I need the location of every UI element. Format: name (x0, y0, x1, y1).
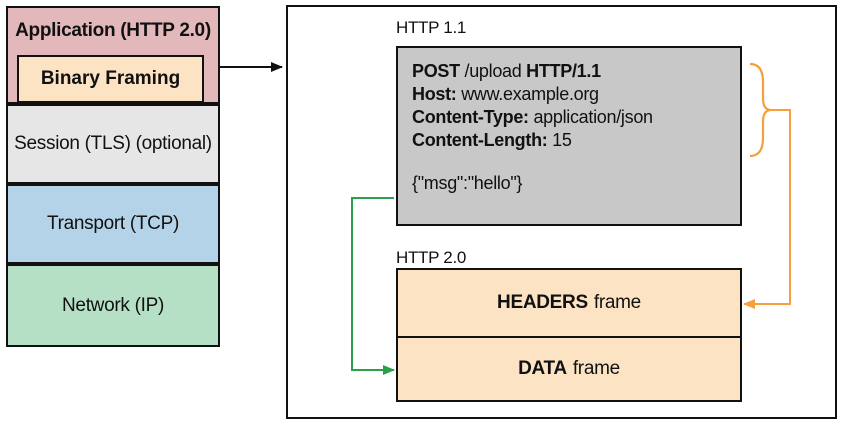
http2-label: HTTP 2.0 (396, 248, 467, 267)
data-frame-type: DATA (518, 358, 567, 379)
content-length-header: Content-Length: 15 (412, 129, 740, 152)
data-frame-suffix: frame (572, 358, 620, 379)
request-line: POST /upload HTTP/1.1 (412, 60, 740, 83)
host-header: Host: www.example.org (412, 83, 740, 106)
content-length-value: 15 (547, 130, 572, 150)
transport-layer: Transport (TCP) (6, 184, 220, 264)
headers-brace (749, 62, 772, 158)
request-method: POST (412, 61, 460, 81)
session-layer-label: Session (TLS) (optional) (14, 133, 212, 154)
content-type-key: Content-Type: (412, 107, 529, 127)
host-value: www.example.org (456, 84, 599, 104)
request-path: /upload (459, 61, 527, 81)
http11-request-box: POST /upload HTTP/1.1 Host: www.example.… (396, 46, 742, 226)
binary-framing-label: Binary Framing (40, 68, 181, 89)
http11-label: HTTP 1.1 (396, 18, 467, 37)
content-length-key: Content-Length: (412, 130, 548, 150)
host-key: Host: (412, 84, 457, 104)
content-type-header: Content-Type: application/json (412, 106, 740, 129)
binary-framing-layer: Binary Framing (17, 55, 204, 103)
headers-frame-suffix: frame (593, 292, 641, 313)
headers-frame-type: HEADERS (497, 292, 588, 313)
network-layer: Network (IP) (6, 264, 220, 347)
headers-connector-arrow (743, 109, 791, 309)
application-layer-label: Application (HTTP 2.0) (15, 20, 211, 41)
data-connector-arrow (351, 197, 395, 375)
network-layer-label: Network (IP) (62, 294, 164, 316)
request-body: {"msg":"hello"} (412, 173, 523, 193)
content-type-value: application/json (528, 107, 653, 127)
session-layer: Session (TLS) (optional) (6, 104, 220, 184)
request-version: HTTP/1.1 (526, 61, 601, 81)
transport-layer-label: Transport (TCP) (46, 213, 180, 234)
